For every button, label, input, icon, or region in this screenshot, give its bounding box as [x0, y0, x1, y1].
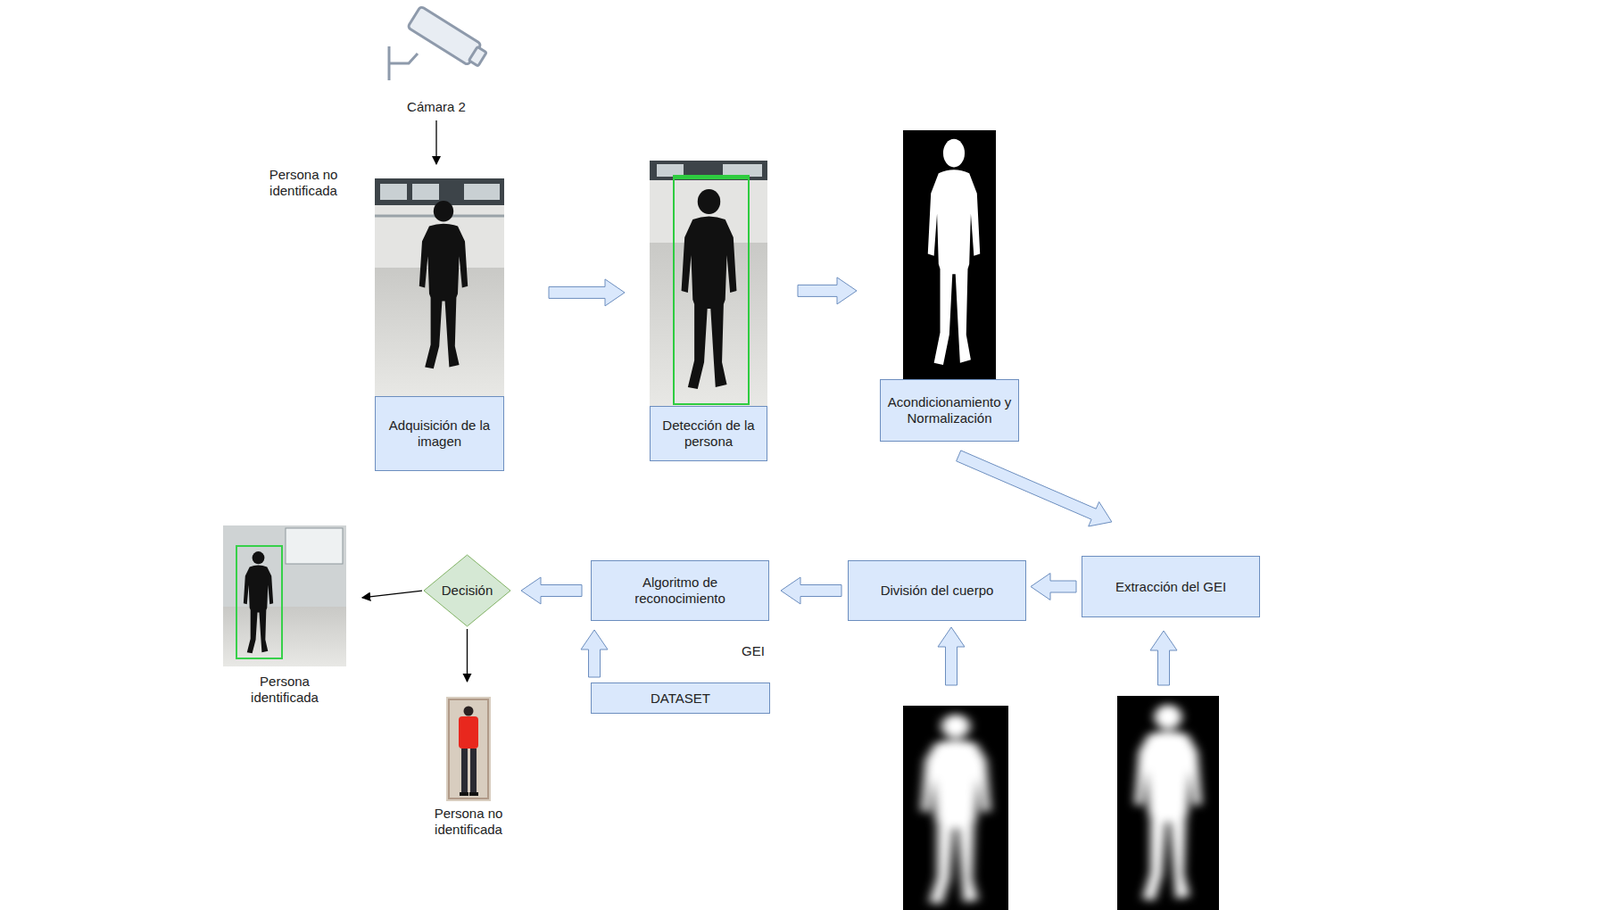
node-label: Decisión [441, 582, 494, 599]
silhouette-image [903, 130, 996, 380]
node-label: DATASET [650, 690, 711, 707]
process-box: Acondicionamiento y Normalización [879, 130, 1020, 442]
image-caption: Persona identificada [240, 673, 330, 706]
image-caption: Persona no identificada [423, 805, 514, 838]
process-box: Detección de la persona [649, 160, 768, 462]
arrow-line [362, 590, 423, 598]
block-arrow [797, 277, 857, 305]
caption-box: Persona no identificada [423, 805, 514, 838]
caption-box: Persona identificada [240, 673, 330, 706]
image-node: Persona no identificada [419, 696, 518, 838]
photo [446, 696, 491, 802]
node-label: Extracción del GEI [1115, 579, 1227, 596]
block-arrow [1150, 630, 1178, 686]
label-box: Detección de la persona [649, 406, 768, 462]
photo [223, 525, 347, 667]
process-box: Algoritmo de reconocimiento [590, 560, 770, 622]
process-box: DATASET [590, 682, 771, 714]
camera-arrow [435, 120, 437, 165]
process-box: División del cuerpo [847, 560, 1027, 622]
gei-image [1117, 696, 1219, 910]
text-label: Cámara 2 [382, 99, 490, 116]
image-node: Persona identificada [223, 525, 347, 706]
arrow-line [466, 629, 468, 682]
text-label: GEI [735, 643, 771, 660]
node-label: Adquisición de la imagen [380, 417, 499, 450]
block-arrow [548, 279, 625, 307]
node-label: División del cuerpo [880, 582, 995, 599]
label-box: Acondicionamiento y Normalización [879, 379, 1020, 442]
block-arrow [521, 577, 582, 605]
text-label: Persona no identificada [258, 166, 349, 199]
photo [649, 160, 768, 407]
photo [374, 178, 505, 397]
block-arrow [1030, 573, 1077, 601]
block-arrow [956, 450, 1112, 527]
node-label: Acondicionamiento y Normalización [885, 394, 1014, 427]
camera-icon [389, 6, 487, 81]
node-label: Algoritmo de reconocimiento [609, 574, 751, 607]
label-box: Adquisición de la imagen [374, 396, 505, 472]
block-arrow [580, 630, 608, 678]
decision-diamond: Decisión [422, 554, 512, 628]
gei-image [903, 705, 1009, 910]
block-arrow [937, 627, 965, 686]
process-box: Extracción del GEI [1081, 555, 1261, 618]
process-box: Adquisición de la imagen [374, 178, 505, 472]
node-label: Detección de la persona [654, 417, 763, 450]
block-arrow [780, 577, 842, 605]
